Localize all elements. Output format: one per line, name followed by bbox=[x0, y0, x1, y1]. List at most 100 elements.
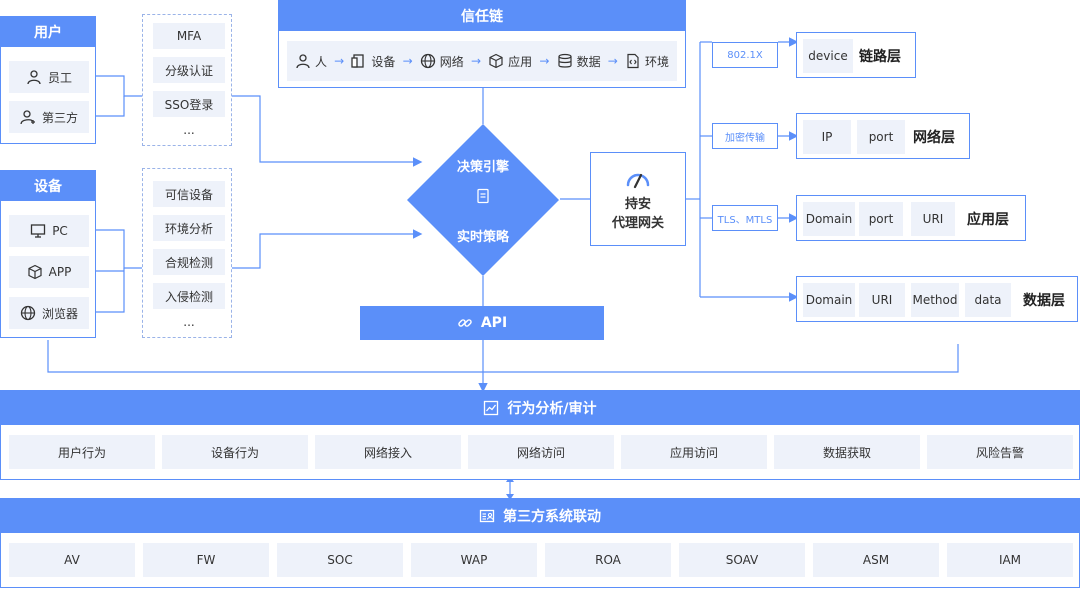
trust-step-5: 数据 bbox=[576, 54, 601, 69]
arrow-icon: → bbox=[539, 54, 550, 68]
code-file-icon bbox=[625, 53, 641, 69]
third-party-item: IAM bbox=[947, 543, 1073, 577]
id-card-icon bbox=[479, 508, 495, 524]
behavior-item: 数据获取 bbox=[774, 435, 920, 469]
behavior-title: 行为分析/审计 bbox=[507, 401, 597, 417]
policy-label: 实时策略 bbox=[456, 230, 509, 245]
gateway-logo-icon bbox=[624, 167, 652, 189]
network-layer-panel: IP port 网络层 bbox=[796, 113, 970, 159]
behavior-title-bar: 行为分析/审计 bbox=[1, 391, 1079, 425]
layer-chip: IP bbox=[803, 120, 851, 154]
device-checks-box: 可信设备 环境分析 合规检测 入侵检测 ... bbox=[142, 168, 232, 338]
device-item-app: APP bbox=[9, 256, 89, 288]
cube-icon bbox=[488, 53, 504, 69]
application-layer-panel: Domain port URI 应用层 bbox=[796, 195, 1026, 241]
trust-step-6: 环境 bbox=[644, 54, 669, 69]
layer-chip: port bbox=[859, 202, 903, 236]
trust-step-3: 网络 bbox=[439, 54, 464, 69]
gateway-label-1: 持安 bbox=[624, 197, 651, 212]
decision-engine-diamond bbox=[407, 124, 559, 276]
trust-step-4: 应用 bbox=[508, 54, 533, 69]
person-icon bbox=[295, 53, 311, 69]
user-item-third-party: 第三方 bbox=[9, 101, 89, 133]
behavior-audit-panel: 行为分析/审计 用户行为 设备行为 网络接入 网络访问 应用访问 数据获取 风险… bbox=[0, 390, 1080, 480]
layer-name: 应用层 bbox=[967, 212, 1009, 228]
layer-chip: port bbox=[857, 120, 905, 154]
api-label: API bbox=[480, 315, 508, 331]
layer-chip: data bbox=[965, 283, 1011, 317]
third-party-item: FW bbox=[143, 543, 269, 577]
behavior-item: 应用访问 bbox=[621, 435, 767, 469]
link-layer-panel: device 链路层 bbox=[796, 32, 916, 78]
layer-chip: URI bbox=[911, 202, 955, 236]
link-icon bbox=[457, 315, 473, 331]
proxy-gateway-box: 持安 代理网关 bbox=[590, 152, 686, 246]
device-title: 设备 bbox=[1, 171, 95, 201]
third-party-title: 第三方系统联动 bbox=[503, 509, 601, 525]
auth-item-more: ... bbox=[183, 123, 195, 137]
device-icon bbox=[351, 53, 367, 69]
person-icon bbox=[26, 69, 42, 85]
device-panel: 设备 PC APP 浏览器 bbox=[0, 170, 96, 338]
trust-chain-steps: 人 → 设备 → 网络 → 应用 → 数据 → 环境 bbox=[287, 41, 677, 81]
behavior-item: 网络接入 bbox=[315, 435, 461, 469]
layer-chip: URI bbox=[859, 283, 905, 317]
third-party-panel: 第三方系统联动 AV FW SOC WAP ROA SOAV ASM IAM bbox=[0, 498, 1080, 588]
layer-name: 数据层 bbox=[1023, 293, 1065, 309]
auth-item: 分级认证 bbox=[153, 57, 225, 83]
check-item: 环境分析 bbox=[153, 215, 225, 241]
third-party-item: ROA bbox=[545, 543, 671, 577]
user-panel: 用户 员工 第三方 bbox=[0, 16, 96, 144]
check-item: 合规检测 bbox=[153, 249, 225, 275]
monitor-icon bbox=[30, 223, 46, 239]
layer-tag-encrypt: 加密传输 bbox=[712, 123, 778, 149]
gateway-label-2: 代理网关 bbox=[611, 216, 664, 231]
trust-chain-title: 信任链 bbox=[279, 1, 685, 31]
behavior-items: 用户行为 设备行为 网络接入 网络访问 应用访问 数据获取 风险告警 bbox=[9, 435, 1073, 469]
third-party-item: WAP bbox=[411, 543, 537, 577]
auth-methods-box: MFA 分级认证 SSO登录 ... bbox=[142, 14, 232, 146]
third-party-item: SOAV bbox=[679, 543, 805, 577]
check-item-more: ... bbox=[183, 315, 195, 329]
layer-tag-tls: TLS、MTLS bbox=[712, 205, 778, 231]
layer-name: 网络层 bbox=[913, 130, 955, 146]
third-party-item: AV bbox=[9, 543, 135, 577]
globe-icon bbox=[20, 305, 36, 321]
user-item-employee: 员工 bbox=[9, 61, 89, 93]
person-add-icon bbox=[20, 109, 36, 125]
engine-label: 决策引擎 bbox=[456, 160, 509, 175]
api-bar: API bbox=[360, 306, 604, 340]
behavior-item: 设备行为 bbox=[162, 435, 308, 469]
trust-step-2: 设备 bbox=[371, 54, 396, 69]
third-party-item: ASM bbox=[813, 543, 939, 577]
auth-item: SSO登录 bbox=[153, 91, 225, 117]
behavior-item: 网络访问 bbox=[468, 435, 614, 469]
globe-icon bbox=[420, 53, 436, 69]
analytics-icon bbox=[483, 400, 499, 416]
data-layer-panel: Domain URI Method data 数据层 bbox=[796, 276, 1078, 322]
cube-icon bbox=[27, 264, 43, 280]
device-item-browser: 浏览器 bbox=[9, 297, 89, 329]
check-item: 入侵检测 bbox=[153, 283, 225, 309]
arrow-icon: → bbox=[470, 54, 482, 68]
layer-chip: device bbox=[803, 39, 853, 73]
layer-chip: Domain bbox=[803, 283, 855, 317]
document-icon bbox=[475, 188, 491, 204]
third-party-title-bar: 第三方系统联动 bbox=[1, 499, 1079, 533]
layer-chip: Domain bbox=[803, 202, 855, 236]
layer-tag-802: 802.1X bbox=[712, 42, 778, 68]
behavior-item: 风险告警 bbox=[927, 435, 1073, 469]
third-party-items: AV FW SOC WAP ROA SOAV ASM IAM bbox=[9, 543, 1073, 577]
database-icon bbox=[557, 53, 573, 69]
auth-item: MFA bbox=[153, 23, 225, 49]
arrow-icon: → bbox=[607, 54, 618, 68]
third-party-item: SOC bbox=[277, 543, 403, 577]
check-item: 可信设备 bbox=[153, 181, 225, 207]
device-item-pc: PC bbox=[9, 215, 89, 247]
layer-name: 链路层 bbox=[859, 49, 901, 65]
layer-chip: Method bbox=[911, 283, 959, 317]
arrow-icon: → bbox=[402, 54, 413, 68]
trust-chain-panel: 信任链 人 → 设备 → 网络 → 应用 → 数据 → 环境 bbox=[278, 0, 686, 88]
user-title: 用户 bbox=[1, 17, 95, 47]
